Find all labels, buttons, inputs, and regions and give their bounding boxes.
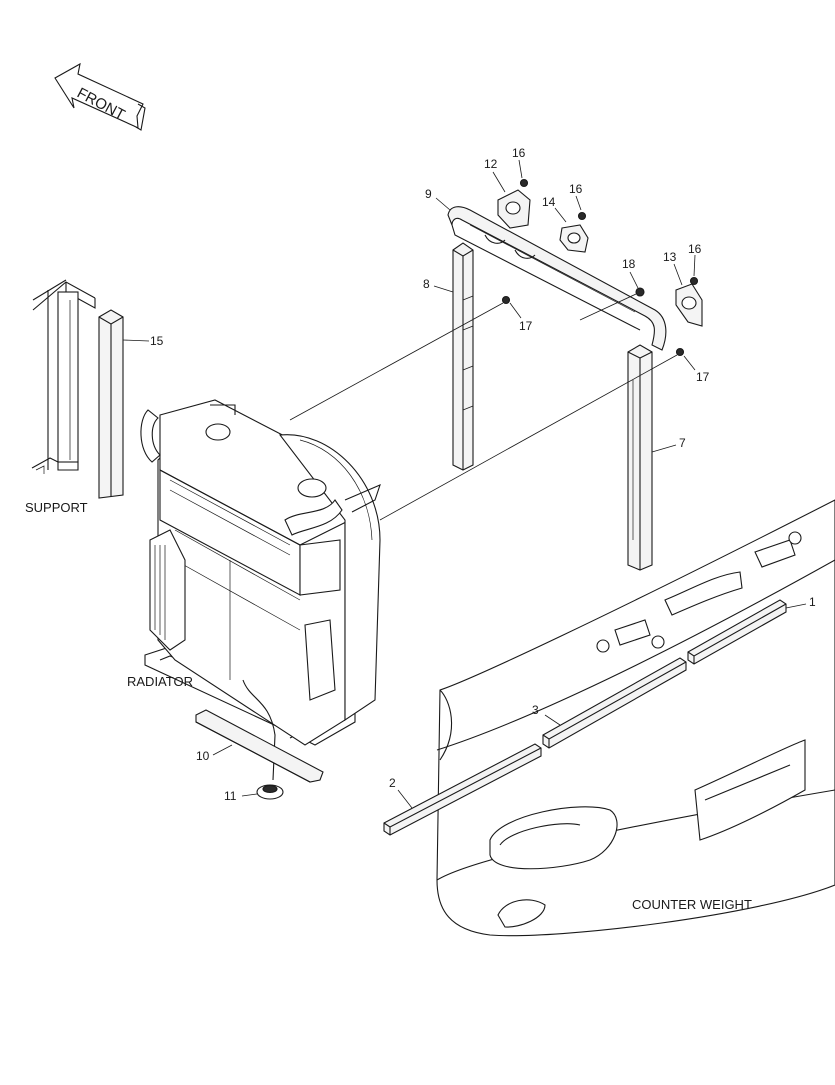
support-label: SUPPORT: [25, 500, 88, 515]
callout-9: 9: [425, 187, 432, 201]
callout-3: 3: [532, 703, 539, 717]
part-7-seal: [627, 344, 653, 571]
assembly-lines: [289, 293, 678, 521]
radiator-assembly: [140, 399, 381, 781]
counter-weight: [436, 499, 835, 937]
callout-1: 1: [809, 595, 816, 609]
part-1-seal: [687, 599, 787, 665]
callout-18: 18: [622, 257, 636, 271]
callout-14: 14: [542, 195, 556, 209]
part-11-grommet: [256, 784, 284, 800]
leader-lines: [122, 159, 807, 809]
callout-12: 12: [484, 157, 498, 171]
callout-2: 2: [389, 776, 396, 790]
part-10-seal: [195, 709, 324, 783]
support-frame: [31, 279, 96, 474]
callout-8: 8: [423, 277, 430, 291]
front-arrow: FRONT: [54, 62, 146, 131]
part-15-seal: [98, 309, 124, 499]
callout-16-b: 16: [569, 182, 583, 196]
part-8-seal: [452, 242, 474, 471]
counter-weight-label: COUNTER WEIGHT: [632, 897, 752, 912]
callout-13: 13: [663, 250, 677, 264]
callout-10: 10: [196, 749, 210, 763]
callout-15: 15: [150, 334, 164, 348]
callout-11: 11: [224, 789, 237, 803]
callout-16-a: 16: [512, 146, 526, 160]
callout-7: 7: [679, 436, 686, 450]
part-2-seal: [383, 743, 542, 836]
callout-16-c: 16: [688, 242, 702, 256]
part-9-bracket: [447, 206, 667, 351]
callout-17-a: 17: [519, 319, 533, 333]
part-12-plate: [497, 189, 531, 229]
part-3-seal: [542, 657, 687, 749]
part-13-plate: [675, 283, 703, 327]
callout-17-b: 17: [696, 370, 710, 384]
part-14-plate: [559, 224, 589, 253]
radiator-label: RADIATOR: [127, 674, 193, 689]
bolts: [501, 178, 699, 357]
